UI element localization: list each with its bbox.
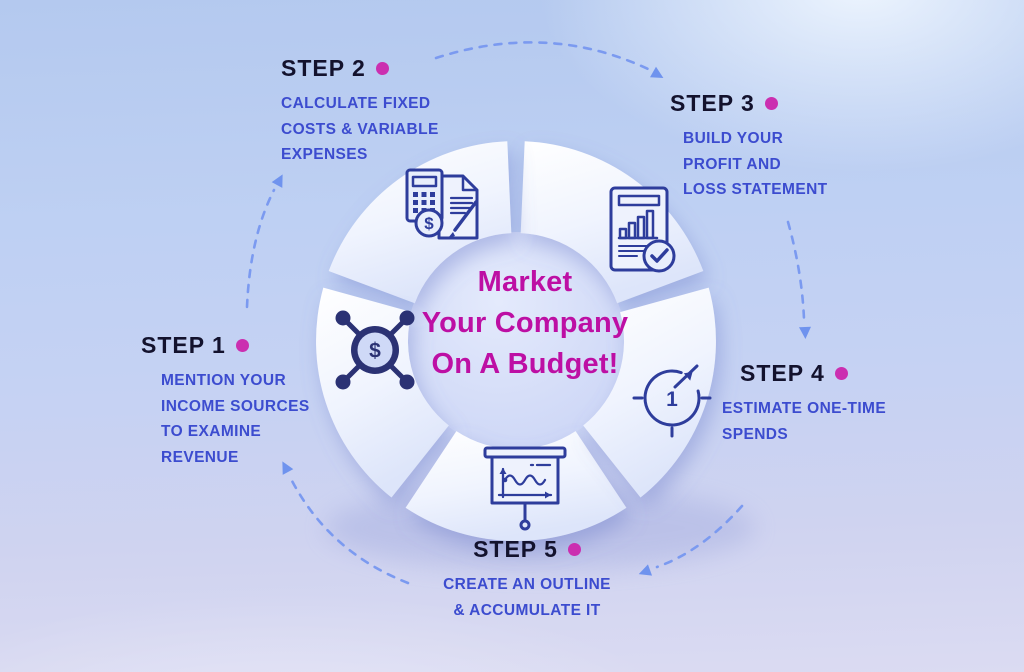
step3-line: PROFIT AND [683, 155, 782, 173]
step1-line: MENTION YOUR [161, 372, 287, 389]
step1-dot-icon [235, 339, 249, 352]
svg-text:$: $ [369, 340, 381, 363]
report-checkmark-icon [609, 186, 676, 273]
calculator-document-icon: $ [405, 168, 479, 240]
step3-line: BUILD YOUR [683, 130, 784, 147]
step5-block: STEP 5 CREATE AN OUTLINE & ACCUMULATE IT [367, 536, 687, 623]
center-title: Market Your Company On A Budget! [364, 262, 686, 385]
flow-arrows [245, 41, 806, 585]
segment-step4 [583, 287, 716, 498]
step4-line: SPENDS [722, 425, 789, 443]
step2-block: STEP 2 CALCULATE FIXED COSTS & VARIABLE … [281, 55, 439, 168]
step5-line: CREATE AN OUTLINE [443, 576, 611, 593]
step4-title: STEP 4 [740, 360, 825, 386]
step2-title: STEP 2 [281, 55, 366, 81]
center-title-line2: Your Company [421, 307, 629, 339]
arrow-step4-to-step5 [655, 504, 744, 569]
svg-text:$: $ [424, 214, 434, 233]
step3-dot-icon [764, 97, 778, 110]
money-distribution-icon: $ [335, 310, 415, 390]
step5-line: & ACCUMULATE IT [453, 601, 601, 619]
arrow-step3-to-step4 [786, 220, 806, 321]
step3-block: STEP 3 BUILD YOUR PROFIT AND LOSS STATEM… [670, 90, 828, 203]
arrow-step1-to-step2 [245, 188, 276, 309]
donut-center-hole [407, 232, 625, 450]
step1-line: TO EXAMINE [161, 423, 262, 440]
step4-line: ESTIMATE ONE-TIME [722, 400, 887, 417]
step5-title: STEP 5 [473, 536, 558, 562]
step1-line: INCOME SOURCES [161, 397, 310, 415]
segment-step1 [316, 287, 449, 498]
center-title-line3: On A Budget! [431, 348, 619, 380]
step2-line: CALCULATE FIXED [281, 95, 431, 112]
step3-line: LOSS STATEMENT [683, 181, 828, 198]
flow-arrowheads [271, 66, 811, 576]
svg-text:1: 1 [666, 388, 678, 411]
center-title-line1: Market [477, 266, 573, 298]
step2-line: EXPENSES [281, 146, 368, 163]
step2-line: COSTS & VARIABLE [281, 120, 439, 138]
step1-line: REVENUE [161, 448, 239, 466]
step1-block: STEP 1 MENTION YOUR INCOME SOURCES TO EX… [141, 332, 310, 470]
step4-dot-icon [834, 367, 848, 380]
step2-dot-icon [375, 62, 389, 75]
step5-dot-icon [567, 543, 581, 556]
presentation-chart-icon [483, 446, 567, 531]
arrow-step2-to-step3 [434, 41, 650, 71]
one-time-timer-icon: 1 [632, 364, 712, 438]
step3-title: STEP 3 [670, 90, 755, 116]
arrow-step5-to-step1 [289, 477, 410, 585]
step4-block: STEP 4 ESTIMATE ONE-TIME SPENDS [722, 360, 886, 447]
step1-title: STEP 1 [141, 332, 226, 358]
